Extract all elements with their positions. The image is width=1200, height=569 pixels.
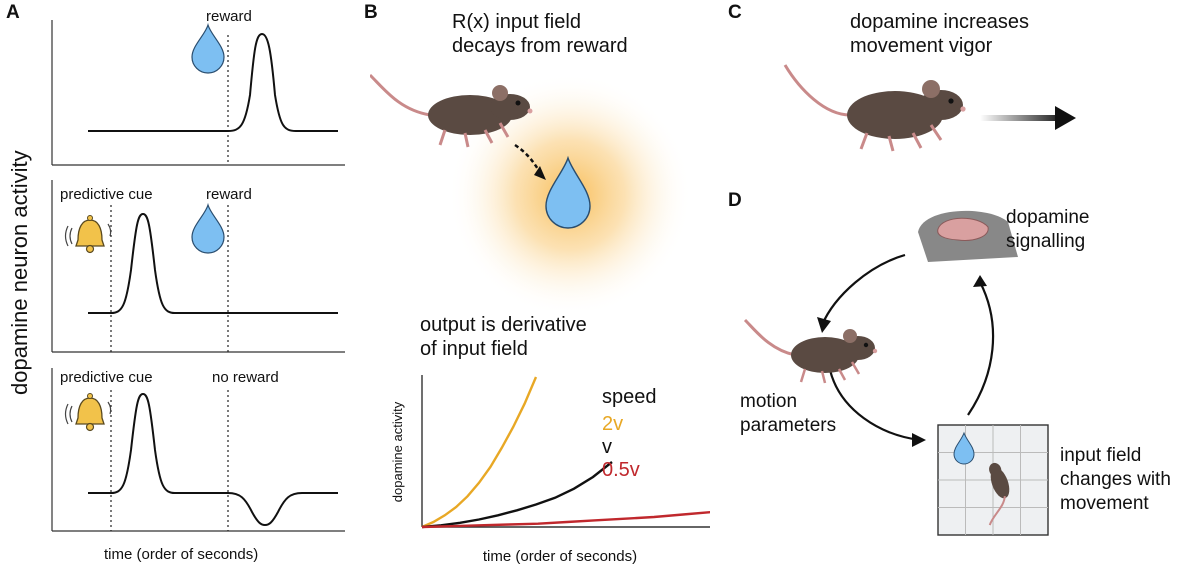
input-field-grid (937, 424, 1049, 536)
panel-b-subtitle-line2: of input field (420, 338, 528, 360)
panel-a-ylabel: dopamine neuron activity (7, 150, 32, 395)
label-motion-line1: motion (740, 391, 798, 412)
bell-icon (64, 215, 112, 254)
legend-entry-2v: 2v (602, 413, 623, 435)
drop-icon (191, 202, 225, 254)
panel-b-title-line2: decays from reward (452, 35, 628, 57)
label-dopamine-signalling: dopamine signalling (1006, 206, 1089, 254)
panel-b-subtitle-line1: output is derivative (420, 314, 587, 336)
series-line-v (421, 461, 613, 529)
cycle-arrow-to-brain (967, 281, 995, 416)
panel-b-illustration (370, 73, 690, 310)
mouse-icon (743, 318, 878, 384)
row3-axes (51, 368, 345, 532)
panel-b-title-line1: R(x) input field (452, 11, 581, 33)
label-motion-line2: parameters (740, 415, 837, 436)
drop-icon (191, 22, 225, 74)
series-line-0-5v (421, 510, 710, 529)
brain-icon (918, 210, 1018, 262)
vigor-arrow-head (1055, 106, 1076, 130)
mouse-icon (783, 64, 966, 152)
speed-chart-ylabel: dopamine activity (390, 401, 405, 502)
row2-cue-label: predictive cue (60, 186, 153, 203)
label-signalling-line1: dopamine (1006, 207, 1090, 228)
panel-c-title: dopamine increases movement vigor (850, 10, 1029, 58)
panel-c-title-line1: dopamine increases (850, 11, 1029, 33)
legend-title: speed (602, 386, 657, 408)
label-field-line3: movement (1060, 493, 1149, 514)
panel-c-letter: C (728, 2, 742, 23)
panel-c-title-line2: movement vigor (850, 35, 993, 57)
row2-axes (51, 180, 345, 353)
drop-icon (953, 431, 975, 465)
label-input-field: input field changes with movement (1060, 444, 1171, 516)
panel-b-letter: B (364, 2, 378, 23)
series-line-2v (421, 376, 538, 529)
mouse-icon (370, 73, 533, 148)
speed-chart: dopamine activity time (order of seconds… (390, 375, 710, 565)
label-field-line1: input field (1060, 445, 1142, 466)
panel-d-letter: D (728, 190, 742, 211)
row2-reward-label: reward (206, 186, 252, 203)
row1-reward-label: reward (206, 8, 252, 25)
legend-entry-0-5v: 0.5v (602, 459, 640, 481)
cycle-arrow-to-mouse (820, 253, 906, 326)
drop-icon (545, 155, 591, 229)
mouse-icon (988, 462, 1010, 526)
panel-a-plots (51, 20, 345, 532)
label-motion-parameters: motion parameters (740, 390, 836, 438)
bell-icon (64, 393, 112, 432)
row3-trace (88, 392, 338, 527)
row2-trace (88, 212, 338, 314)
panel-d-illustration (743, 210, 1049, 536)
panel-c-illustration (783, 64, 1076, 152)
panel-b-title: R(x) input field decays from reward (452, 10, 628, 58)
panel-a-letter: A (6, 2, 20, 23)
cycle-arrow-to-grid (828, 369, 921, 442)
label-signalling-line2: signalling (1006, 231, 1086, 252)
speed-chart-xlabel: time (order of seconds) (483, 548, 637, 565)
row1-axes (51, 20, 345, 166)
legend-entry-v: v (602, 436, 612, 458)
row3-cue-label: predictive cue (60, 369, 153, 386)
panel-b-subtitle: output is derivative of input field (420, 313, 587, 361)
vigor-arrow-shaft (980, 115, 1065, 121)
panel-a-xlabel: time (order of seconds) (104, 546, 259, 563)
row1-trace (88, 32, 338, 132)
label-field-line2: changes with (1060, 469, 1171, 490)
row3-reward-label: no reward (212, 369, 279, 386)
